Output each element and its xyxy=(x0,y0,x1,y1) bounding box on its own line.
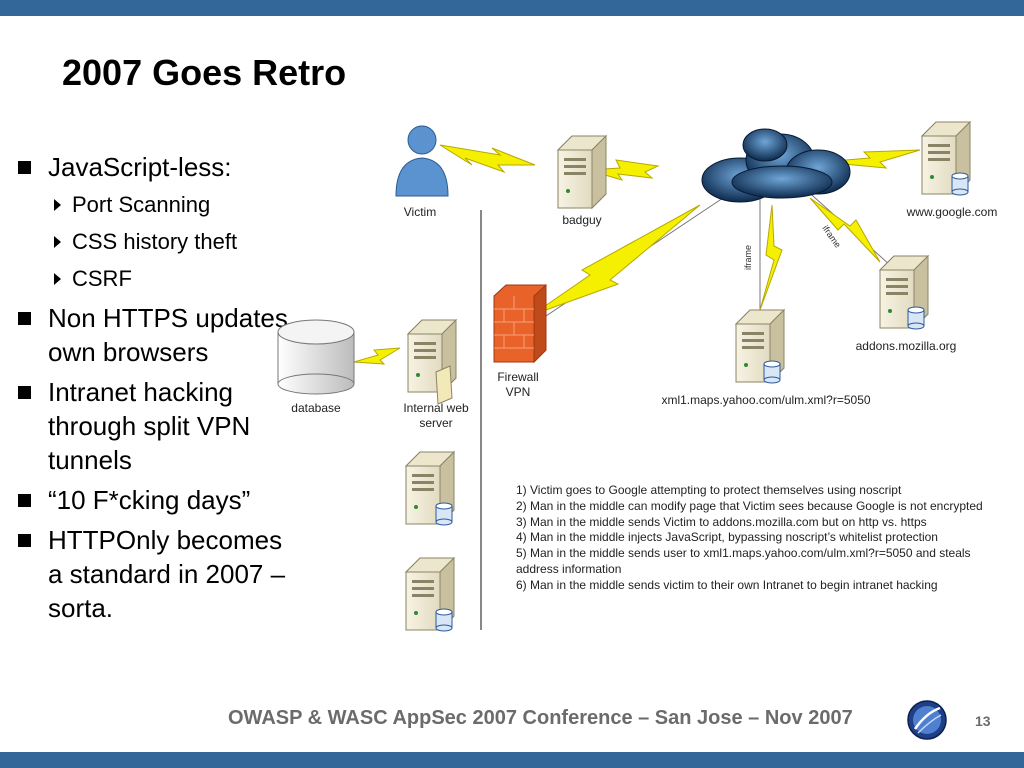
sub-bullet-list: Port Scanning CSS history theft CSRF xyxy=(48,190,298,294)
attack-step: 5) Man in the middle sends user to xml1.… xyxy=(516,546,971,560)
internet-cloud-icon xyxy=(701,128,851,203)
bullet-text: “10 F*cking days” xyxy=(48,485,251,515)
yahoo-label: xml1.maps.yahoo.com/ulm.xml?r=5050 xyxy=(661,393,870,407)
triangle-bullet-icon xyxy=(54,199,61,211)
sub-bullet-item: CSRF xyxy=(48,264,294,294)
page-number: 13 xyxy=(975,713,991,729)
badguy-server-icon xyxy=(557,135,607,209)
firewall-label-line2: VPN xyxy=(506,385,531,399)
bullet-text: Intranet hacking through split VPN tunne… xyxy=(48,377,251,475)
victim-label: Victim xyxy=(404,205,436,219)
attack-step: 2) Man in the middle can modify page tha… xyxy=(516,499,983,513)
attack-step: address information xyxy=(516,562,621,576)
bullet-text: Non HTTPS updates own browsers xyxy=(48,303,288,367)
bullet-text: JavaScript-less: xyxy=(48,152,232,182)
bolt-firewall-cloud xyxy=(531,204,701,316)
google-label: www.google.com xyxy=(906,205,998,219)
bolt-victim-badguy xyxy=(439,144,536,174)
triangle-bullet-icon xyxy=(54,236,61,248)
bolt-cloud-addons xyxy=(809,197,881,263)
internal-web-label-line1: Internal web xyxy=(403,401,469,415)
square-bullet-icon xyxy=(18,494,31,507)
addons-label: addons.mozilla.org xyxy=(856,339,957,353)
sub-bullet-text: Port Scanning xyxy=(72,192,211,217)
internal-web-label-line2: server xyxy=(419,416,452,430)
square-bullet-icon xyxy=(18,534,31,547)
sub-bullet-text: CSS history theft xyxy=(72,229,238,254)
badguy-label: badguy xyxy=(562,213,601,227)
intranet-server-icon xyxy=(405,451,455,526)
intranet-server-icon xyxy=(405,557,455,632)
yahoo-server-icon xyxy=(735,309,785,384)
square-bullet-icon xyxy=(18,386,31,399)
network-diagram: Victim badguy www.google.com addons.mozi… xyxy=(277,121,998,632)
bolt-cloud-yahoo xyxy=(759,204,783,311)
attack-step: 3) Man in the middle sends Victim to add… xyxy=(516,515,927,529)
owasp-logo-icon xyxy=(907,700,947,740)
bullet-item: Intranet hacking through split VPN tunne… xyxy=(18,375,298,477)
bullet-list: JavaScript-less: Port Scanning CSS histo… xyxy=(18,150,298,631)
bullet-text: HTTPOnly becomes a standard in 2007 – so… xyxy=(48,525,286,623)
triangle-bullet-icon xyxy=(54,273,61,285)
sub-bullet-item: Port Scanning xyxy=(48,190,294,220)
square-bullet-icon xyxy=(18,312,31,325)
square-bullet-icon xyxy=(18,161,31,174)
internal-web-server-icon xyxy=(407,319,457,405)
firewall-icon xyxy=(493,283,547,364)
footer-text: OWASP & WASC AppSec 2007 Conference – Sa… xyxy=(228,707,853,729)
firewall-label-line1: Firewall xyxy=(497,370,538,384)
slide-title: 2007 Goes Retro xyxy=(62,52,347,93)
database-label: database xyxy=(291,401,341,415)
addons-server-icon xyxy=(879,255,929,330)
sub-bullet-item: CSS history theft xyxy=(48,227,294,257)
google-server-icon xyxy=(921,121,971,196)
sub-bullet-text: CSRF xyxy=(72,266,132,291)
bullet-item: JavaScript-less: Port Scanning CSS histo… xyxy=(18,150,298,294)
victim-icon xyxy=(395,125,449,197)
iframe-label-yahoo: iframe xyxy=(743,245,753,270)
database-icon xyxy=(277,319,355,395)
attack-step: 1) Victim goes to Google attempting to p… xyxy=(516,483,902,497)
attack-step: 6) Man in the middle sends victim to the… xyxy=(516,578,938,592)
bullet-item: Non HTTPS updates own browsers xyxy=(18,301,298,369)
bullet-item: HTTPOnly becomes a standard in 2007 – so… xyxy=(18,523,298,625)
top-bar xyxy=(0,0,1024,16)
bottom-bar xyxy=(0,752,1024,768)
bullet-item: “10 F*cking days” xyxy=(18,483,298,517)
attack-step: 4) Man in the middle injects JavaScript,… xyxy=(516,530,938,544)
bolt-database-webserver xyxy=(353,347,401,365)
